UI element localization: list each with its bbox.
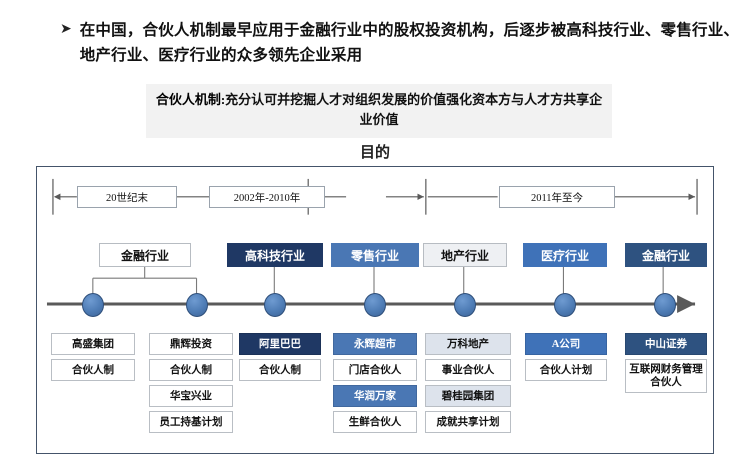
timeline-node-4[interactable] — [454, 293, 476, 317]
timeline-node-2[interactable] — [264, 293, 286, 317]
card-label: 合伙人制 — [72, 364, 114, 376]
diagram-frame: 20世纪末 2002年-2010年 2011年至今 金融行业 高科技行业 零售行… — [36, 166, 714, 454]
card-plan-5-1[interactable]: 合伙人计划 — [525, 359, 607, 381]
card-company-4-0[interactable]: 万科地产 — [425, 333, 511, 355]
bullet-paragraph: ➤ 在中国，合伙人机制最早应用于金融行业中的股权投资机构，后逐步被高科技行业、零… — [60, 18, 740, 68]
card-plan-1-3[interactable]: 员工持基计划 — [149, 411, 233, 433]
chart-title: 目的 — [359, 145, 390, 161]
card-label: 门店合伙人 — [348, 364, 402, 376]
industry-label: 医疗行业 — [540, 248, 589, 263]
card-label: 互联网财务管理合伙人 — [629, 364, 703, 388]
card-plan-1-1[interactable]: 合伙人制 — [149, 359, 233, 381]
industry-label: 地产行业 — [440, 248, 489, 263]
definition-label: 合伙人机制: — [155, 92, 226, 107]
card-plan-0-1[interactable]: 合伙人制 — [51, 359, 135, 381]
card-plan-2-1[interactable]: 合伙人制 — [239, 359, 321, 381]
card-label: 万科地产 — [447, 338, 489, 350]
card-label: 成就共享计划 — [436, 416, 500, 428]
timeline-node-5[interactable] — [554, 293, 576, 317]
card-label: A公司 — [551, 338, 581, 350]
card-company-6-0[interactable]: 中山证券 — [625, 333, 707, 355]
card-label: 合伙人制 — [259, 364, 301, 376]
card-plan-3-1[interactable]: 门店合伙人 — [333, 359, 417, 381]
card-label: 生鲜合伙人 — [348, 416, 402, 428]
bullet-arrow-icon: ➤ — [60, 21, 72, 37]
card-label: 阿里巴巴 — [259, 338, 301, 350]
card-plan-6-1[interactable]: 互联网财务管理合伙人 — [625, 359, 707, 393]
card-company-1-2[interactable]: 华宝兴业 — [149, 385, 233, 407]
industry-label: 金融行业 — [120, 248, 169, 263]
timeline-node-0[interactable] — [82, 293, 104, 317]
period-box-0: 20世纪末 — [77, 186, 177, 208]
period-label: 20世纪末 — [106, 192, 148, 204]
card-label: 员工持基计划 — [159, 416, 223, 428]
card-company-0-0[interactable]: 高盛集团 — [51, 333, 135, 355]
definition-body: 充分认可并挖掘人才对组织发展的价值强化资本方与人才方共享企业价值 — [225, 92, 603, 127]
card-company-3-2[interactable]: 华润万家 — [333, 385, 417, 407]
card-company-5-0[interactable]: A公司 — [525, 333, 607, 355]
industry-box-medical[interactable]: 医疗行业 — [523, 243, 607, 267]
card-company-2-0[interactable]: 阿里巴巴 — [239, 333, 321, 355]
card-label: 合伙人计划 — [539, 364, 593, 376]
timeline-node-1[interactable] — [186, 293, 208, 317]
card-plan-3-3[interactable]: 生鲜合伙人 — [333, 411, 417, 433]
timeline-node-3[interactable] — [364, 293, 386, 317]
card-label: 华宝兴业 — [170, 390, 212, 402]
industry-box-property[interactable]: 地产行业 — [423, 243, 507, 267]
card-company-4-2[interactable]: 碧桂园集团 — [425, 385, 511, 407]
industry-label: 零售行业 — [350, 248, 399, 263]
industry-box-finance-2[interactable]: 金融行业 — [625, 243, 707, 267]
industry-label: 高科技行业 — [244, 248, 305, 263]
period-box-1: 2002年-2010年 — [209, 186, 325, 208]
card-label: 中山证券 — [645, 338, 687, 350]
card-company-3-0[interactable]: 永辉超市 — [333, 333, 417, 355]
card-label: 鼎辉投资 — [170, 338, 212, 350]
card-label: 永辉超市 — [354, 338, 396, 350]
card-label: 合伙人制 — [170, 364, 212, 376]
period-label: 2011年至今 — [530, 192, 584, 204]
industry-box-hightech[interactable]: 高科技行业 — [227, 243, 323, 267]
period-box-2: 2011年至今 — [499, 186, 615, 208]
period-label: 2002年-2010年 — [233, 192, 301, 204]
card-company-1-0[interactable]: 鼎辉投资 — [149, 333, 233, 355]
card-plan-4-3[interactable]: 成就共享计划 — [425, 411, 511, 433]
definition-band: 合伙人机制:充分认可并挖掘人才对组织发展的价值强化资本方与人才方共享企业价值 — [146, 84, 612, 138]
card-label: 事业合伙人 — [441, 364, 495, 376]
industry-box-finance-1[interactable]: 金融行业 — [99, 243, 191, 267]
card-label: 碧桂园集团 — [441, 390, 495, 402]
card-plan-4-1[interactable]: 事业合伙人 — [425, 359, 511, 381]
timeline-node-6[interactable] — [654, 293, 676, 317]
industry-box-retail[interactable]: 零售行业 — [331, 243, 419, 267]
industry-label: 金融行业 — [641, 248, 690, 263]
bullet-text: 在中国，合伙人机制最早应用于金融行业中的股权投资机构，后逐步被高科技行业、零售行… — [79, 22, 740, 64]
card-label: 华润万家 — [354, 390, 396, 402]
card-label: 高盛集团 — [72, 338, 114, 350]
